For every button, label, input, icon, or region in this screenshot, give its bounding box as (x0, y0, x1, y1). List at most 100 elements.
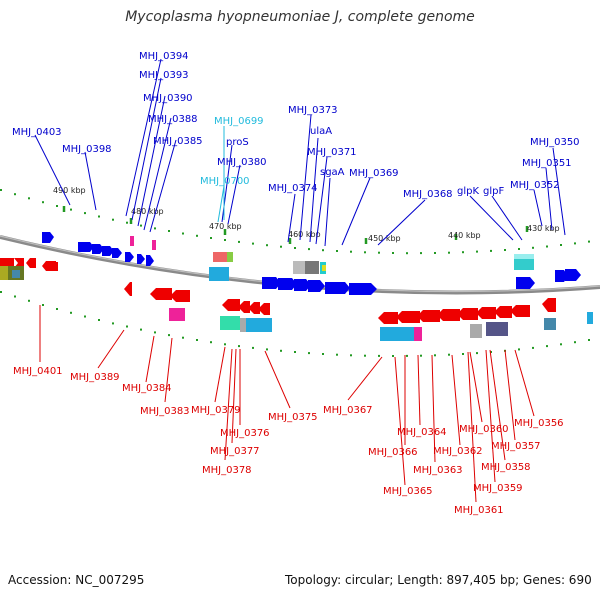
scale-dot (406, 252, 408, 255)
gene-box (514, 254, 534, 259)
scale-dot (28, 197, 30, 200)
scale-dot (70, 208, 72, 211)
gene-label-mhj-0350: MHJ_0350 (530, 137, 580, 148)
accession-text: Accession: NC_007295 (8, 573, 145, 587)
scale-dot (56, 308, 58, 310)
scale-dot (224, 239, 226, 241)
scale-dot (182, 336, 184, 339)
map-title: Mycoplasma hyopneumoniae J, complete gen… (125, 9, 475, 25)
gene-label-glpk: glpK (457, 186, 479, 197)
gene-box (470, 324, 482, 338)
scale-dot (252, 346, 254, 349)
scale-dot (70, 311, 72, 314)
scale-dot (490, 249, 492, 252)
gene-arrow (308, 280, 325, 292)
minus-strand-features (0, 258, 593, 341)
gene-arrow (14, 258, 24, 268)
gene-box (322, 265, 326, 271)
scale-dot (84, 212, 86, 215)
scale-dot (196, 234, 198, 237)
gene-box (380, 327, 414, 341)
scale-dot (210, 341, 212, 344)
scale-dot (336, 353, 338, 356)
gene-box (293, 261, 305, 274)
gene-box (209, 267, 229, 281)
gene-box (152, 240, 156, 250)
scale-dot (574, 341, 576, 344)
gene-label-mhj-0358: MHJ_0358 (481, 462, 531, 473)
bottom-connectors (39, 305, 535, 503)
gene-label-mhj-0379: MHJ_0379 (191, 405, 241, 416)
gene-label-mhj-0363: MHJ_0363 (413, 465, 463, 476)
scale-dot (588, 240, 590, 243)
scale-dot (322, 249, 324, 252)
gene-arrow (78, 242, 94, 252)
scale-dot (560, 343, 562, 346)
gene-arrow (396, 311, 420, 323)
gene-label-mhj-0378: MHJ_0378 (202, 465, 252, 476)
scale-dot (238, 345, 240, 348)
scale-dot (462, 251, 464, 254)
scale-dot (266, 244, 268, 247)
gene-label-mhj-0364: MHJ_0364 (397, 427, 447, 438)
gene-arrow (565, 269, 581, 281)
gene-arrow (258, 303, 270, 315)
gene-box (486, 322, 508, 336)
scale-dot (42, 201, 44, 204)
gene-label-mhj-0360: MHJ_0360 (459, 424, 509, 435)
scale-dot (560, 244, 562, 246)
gene-label-mhj-0376: MHJ_0376 (220, 428, 270, 439)
gene-arrow (42, 232, 54, 243)
gene-label-mhj-0365: MHJ_0365 (383, 486, 433, 497)
scale-dot (280, 245, 282, 248)
gene-box (246, 318, 272, 332)
gene-label-mhj-0403: MHJ_0403 (12, 127, 62, 138)
scale-dot (14, 295, 16, 298)
scale-dot (378, 354, 380, 357)
scale-dot (378, 251, 380, 254)
gene-label-mhj-0367: MHJ_0367 (323, 405, 373, 416)
scale-dot (476, 352, 478, 355)
gene-box (12, 270, 20, 278)
top-connectors-light (217, 126, 225, 223)
gene-label-mhj-0371: MHJ_0371 (307, 147, 357, 158)
tick-label-490: 490 kbp (53, 186, 86, 195)
gene-label-mhj-0393: MHJ_0393 (139, 70, 189, 81)
top-connectors (34, 58, 566, 247)
scale-dot (336, 250, 338, 252)
gene-arrow (494, 306, 512, 318)
gene-label-mhj-0380: MHJ_0380 (217, 157, 267, 168)
gene-label-glpf: glpF (483, 186, 504, 197)
gene-arrow (349, 283, 377, 295)
gene-label-mhj-0384: MHJ_0384 (122, 383, 172, 394)
scale-dot (392, 355, 394, 357)
scale-dot (546, 345, 548, 348)
gene-arrow (262, 277, 281, 289)
gene-arrow (378, 312, 398, 324)
tick-label-480: 480 kbp (131, 207, 164, 216)
tick-marks (62, 206, 529, 244)
gene-label-mhj-0389: MHJ_0389 (70, 372, 120, 383)
gene-box (213, 252, 227, 262)
gene-label-mhj-0383: MHJ_0383 (140, 406, 190, 417)
scale-dot (546, 245, 548, 248)
genome-summary-text: Topology: circular; Length: 897,405 bp; … (285, 573, 592, 587)
gene-arrow (555, 270, 568, 282)
scale-dot (182, 232, 184, 235)
gene-arrow (26, 258, 36, 268)
scale-dot (210, 237, 212, 239)
gene-label-mhj-0390: MHJ_0390 (143, 93, 193, 104)
scale-dot (196, 339, 198, 341)
gene-label-mhj-0361: MHJ_0361 (454, 505, 504, 516)
gene-label-mhj-0357: MHJ_0357 (491, 441, 541, 452)
tick-label-430: 430 kbp (527, 224, 560, 233)
scale-dot (28, 299, 30, 302)
gene-label-mhj-0377: MHJ_0377 (210, 446, 260, 457)
plus-strand-features (42, 232, 581, 295)
tick-label-460: 460 kbp (288, 230, 321, 239)
scale-dot (140, 224, 142, 227)
scale-dot (518, 348, 520, 351)
gene-arrow (102, 246, 114, 256)
scale-dot (168, 230, 170, 232)
